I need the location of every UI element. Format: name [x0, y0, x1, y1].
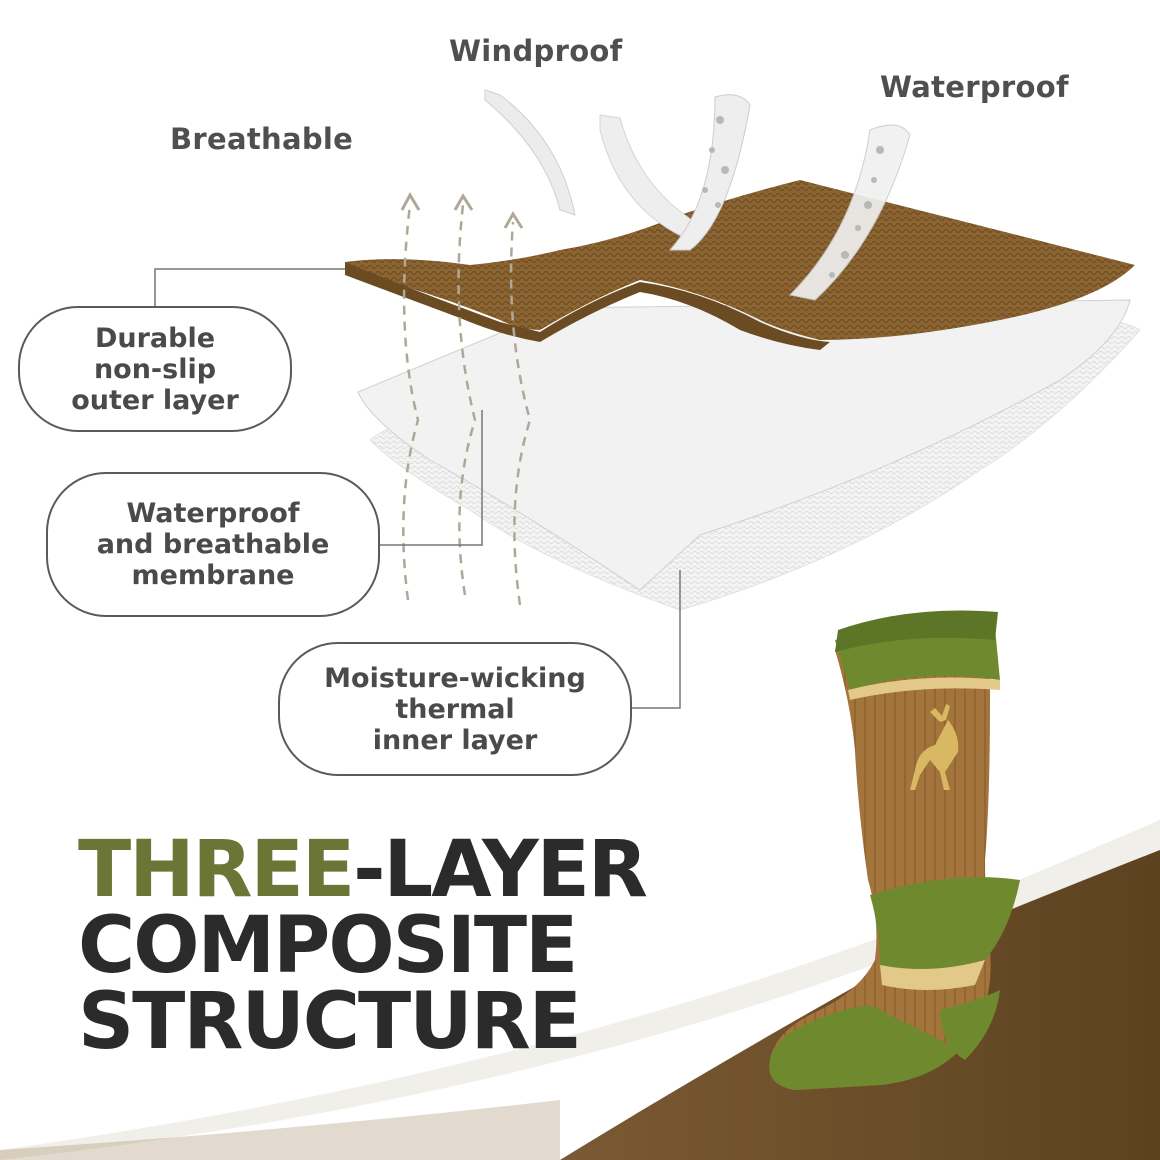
- water-droplets: [702, 116, 884, 278]
- callout-inner-layer: Moisture-wicking thermal inner layer: [278, 642, 632, 776]
- headline-line-1: THREE-LAYER: [78, 831, 648, 909]
- callout-outer-line-3: outer layer: [71, 384, 239, 416]
- callout-inner-line-2: thermal: [395, 693, 515, 725]
- breathable-arrows: [402, 204, 532, 606]
- windproof-tab: [484, 89, 576, 216]
- headline-accent: THREE: [78, 825, 355, 915]
- callout-outer-line-2: non-slip: [93, 353, 217, 385]
- callout-membrane-line-1: Waterproof: [126, 498, 300, 529]
- headline: THREE-LAYER COMPOSITE STRUCTURE: [78, 831, 648, 1067]
- outer-layer: [345, 180, 1135, 340]
- callout-inner-line-3: inner layer: [372, 724, 538, 756]
- callout-membrane: Waterproof and breathable membrane: [46, 472, 380, 617]
- membrane-layer: [357, 299, 1131, 591]
- waterproof-tab: [788, 124, 911, 301]
- callout-outer-layer: Durable non-slip outer layer: [18, 306, 292, 432]
- headline-line-1-rest: -LAYER: [353, 825, 648, 915]
- elk-logo-icon: [910, 704, 959, 790]
- feature-windproof: Windproof: [449, 34, 623, 68]
- leader-lines: [154, 268, 681, 709]
- feature-breathable: Breathable: [170, 122, 354, 156]
- sock-image: [769, 610, 1020, 1090]
- callout-membrane-line-2: and breathable: [96, 529, 330, 560]
- callout-membrane-line-3: membrane: [131, 560, 295, 591]
- feature-waterproof: Waterproof: [880, 70, 1069, 104]
- callout-inner-line-1: Moisture-wicking: [324, 662, 586, 694]
- headline-line-3: STRUCTURE: [78, 977, 582, 1067]
- callout-outer-line-1: Durable: [94, 322, 216, 354]
- headline-line-2: COMPOSITE: [78, 901, 578, 991]
